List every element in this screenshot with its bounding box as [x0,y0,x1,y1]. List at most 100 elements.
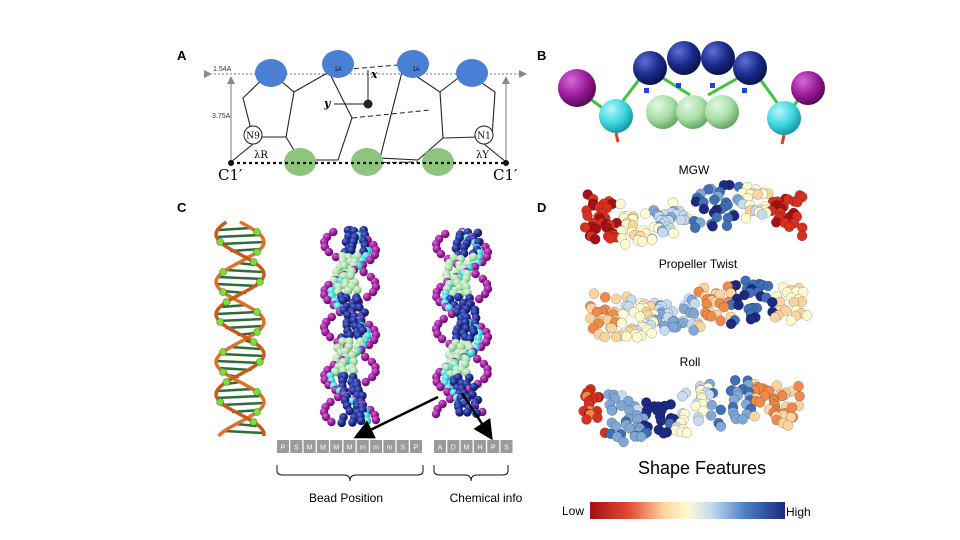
chemical-info-code: D [451,445,456,452]
helix-bead [475,294,484,304]
helix-bead [337,418,347,428]
helix-bead [469,328,479,337]
shape-bead [659,325,670,336]
shape-bead [711,212,722,223]
colorbar [590,502,785,519]
phosphate-dot [219,368,227,376]
n9-label: N9 [246,132,260,142]
helix-bead [471,269,480,279]
colorbar-high: High [786,505,811,519]
shape-bead [618,436,629,448]
helix-bead [325,332,335,342]
phosphate-dot [222,298,231,306]
phosphate-dot [256,278,264,286]
helix-bead [349,357,359,366]
panel-letter-b: B [537,48,546,63]
phosphate-dot [219,268,227,276]
magenta-bead-right [791,71,825,105]
bead-position-box [410,440,422,453]
bead-position-brace [276,465,424,482]
shape-bead [698,203,710,215]
linker-atoms [644,83,747,93]
shape-bead [588,288,600,299]
chemical-info-code: A [438,445,443,452]
dna-helix-cartoon [214,220,266,438]
shape-bead [590,223,602,235]
bead-position-box [383,440,396,453]
blue-bead-1 [255,59,287,87]
shape-bead [725,318,737,330]
phosphate-dot [216,318,224,326]
shape-bead [784,221,795,233]
helix-bead [448,343,457,352]
shape-bead [616,400,627,411]
phosphate-dot [219,348,227,356]
shape-bead [715,315,726,327]
blue-bead-3 [397,50,429,78]
cyan-bead-right [767,101,801,135]
shape-bead [610,331,622,343]
shape-bead [668,228,679,239]
helix-bead [455,408,464,417]
phosphate-dot [253,248,261,256]
shape-bead [745,313,757,325]
chemical-info-brace [433,465,509,482]
shape-bead [715,421,726,432]
base-rung [220,240,265,246]
shape-bead [646,234,658,245]
phosphate-dot [216,238,224,246]
helix-bead [359,267,368,277]
origin-dot [363,99,373,109]
base-rung [222,303,246,309]
helix-bead [329,227,338,237]
colorbar-low: Low [562,504,584,518]
c1-left-label: C1′ [218,166,243,184]
helix-bead [347,246,356,255]
axis-x-label: x [370,68,378,81]
shape-bead [657,227,668,238]
helix-bead [473,228,483,238]
shape-bead [610,293,622,305]
phosphate-dot [216,398,224,406]
helix-bead [436,249,446,259]
helix-bead [469,252,478,262]
helix-bead [437,334,447,344]
chemical-info-code: M [464,445,470,452]
base-rung [220,352,265,358]
lambda-r-label: λR [254,150,268,161]
chemical-info-box [473,440,486,453]
shape-bead [715,404,727,416]
helix-bead [444,263,454,272]
base-rung [218,387,253,393]
bead-position-code: m [360,445,366,452]
bead-position-code: S [294,445,299,452]
base-rung [218,226,251,232]
shape-bead [634,311,646,322]
c1-left-bond [230,143,254,163]
shape-bead [675,214,687,226]
mgw-title: MGW [679,163,710,177]
bead-1a-left: 1A [334,67,341,73]
shape-bead [681,427,693,439]
shape-bead [796,230,808,242]
shape-bead [599,331,611,343]
mgw-shape [579,179,808,250]
base-rung [225,268,263,274]
helix-bead [324,247,334,257]
phosphate-dot [253,308,261,316]
helix-bead [459,243,469,252]
helix-bead [348,418,357,427]
helix-bead [439,314,448,324]
bead-position-label: Bead Position [309,491,383,505]
helix-bead [353,285,362,295]
helix-bead [323,295,332,305]
helix-bead [452,308,462,317]
purine-skeleton [242,71,353,161]
bead-model-position [319,225,381,428]
blue-bead-2 [322,50,354,78]
helix-bead [327,312,336,322]
shape-bead [718,301,730,313]
shape-bead [606,322,617,334]
